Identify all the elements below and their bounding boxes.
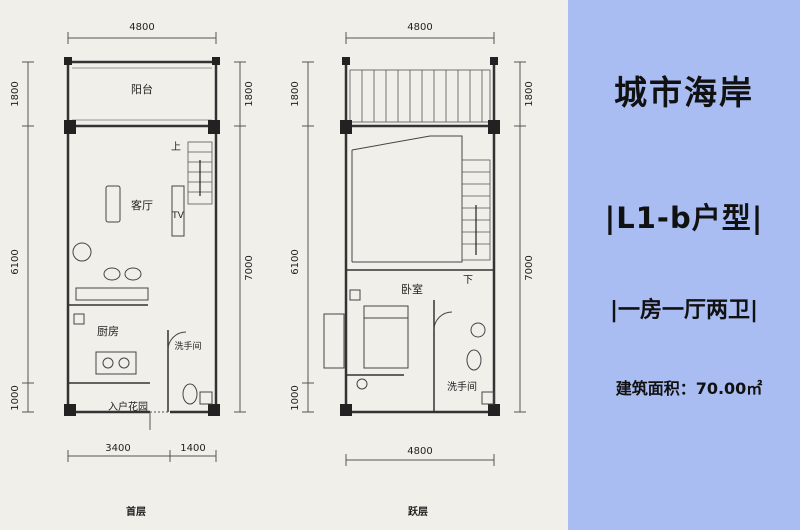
loft-floor-plan: [302, 32, 526, 466]
info-panel: 城市海岸 |L1-b户型| |一房一厅两卫| 建筑面积：70.00㎡: [568, 0, 800, 530]
loft-columns: [340, 57, 500, 416]
loft-floor-dimensions: [302, 32, 526, 466]
ground-floor-left-dimension-2: 6100: [10, 249, 21, 274]
balcony-railing: [72, 67, 212, 121]
room-label-tv: TV: [171, 211, 184, 221]
ground-floor-caption: 首层: [126, 505, 146, 518]
loft-furniture: [323, 289, 495, 405]
room-label-entry-garden: 入户花园: [108, 400, 148, 413]
ground-floor-furniture: [72, 185, 213, 405]
loft-void-outline: [351, 135, 463, 263]
loft-right-dimension-1: 1800: [524, 81, 535, 106]
ground-floor-dimensions: [22, 32, 246, 462]
ground-floor-top-dimension: 4800: [129, 22, 154, 33]
loft-top-dimension: 4800: [407, 22, 432, 33]
ground-floor-right-dimension-1: 1800: [244, 81, 255, 106]
ground-floor-bottom-dimension-right: 1400: [180, 443, 205, 454]
room-label-bedroom: 卧室: [401, 282, 423, 296]
loft-floor-walls: [344, 62, 496, 414]
ground-floor-left-dimension-1: 1800: [10, 81, 21, 106]
ground-floor-right-dimension-2: 7000: [244, 255, 255, 280]
room-label-kitchen: 厨房: [97, 325, 119, 338]
layout-description: |一房一厅两卫|: [609, 298, 759, 323]
project-name: 城市海岸: [614, 73, 754, 112]
room-label-living: 客厅: [131, 198, 153, 212]
loft-floor-caption: 跃层: [408, 505, 428, 518]
ground-floor-walls: [66, 60, 218, 414]
loft-bottom-dimension: 4800: [407, 446, 432, 457]
loft-left-dimension-3: 1000: [290, 385, 301, 410]
ground-floor-columns: [64, 57, 220, 416]
ground-floor-stair: [187, 141, 213, 205]
ground-floor-left-dimension-3: 1000: [10, 385, 21, 410]
floor-plans-drawing: 4800 1800 6100 1000 1800 7000 3400 1400 …: [10, 22, 535, 518]
stair-up-label: 上: [171, 141, 181, 153]
unit-type-label: |L1-b户型|: [604, 201, 764, 235]
room-label-washroom-2: 洗手间: [447, 380, 477, 393]
ground-floor-plan: [22, 32, 246, 462]
loft-stair: [461, 159, 491, 261]
entry-door: [149, 411, 170, 430]
loft-left-dimension-2: 6100: [290, 249, 301, 274]
stair-down-label: 下: [463, 275, 473, 286]
room-label-balcony: 阳台: [131, 82, 153, 96]
loft-left-dimension-1: 1800: [290, 81, 301, 106]
loft-balcony-railing: [349, 69, 491, 123]
building-area-label: 建筑面积：70.00㎡: [615, 379, 763, 398]
loft-right-dimension-2: 7000: [524, 255, 535, 280]
room-label-washroom-1: 洗手间: [174, 340, 201, 352]
ground-floor-bottom-dimension-left: 3400: [105, 443, 130, 454]
